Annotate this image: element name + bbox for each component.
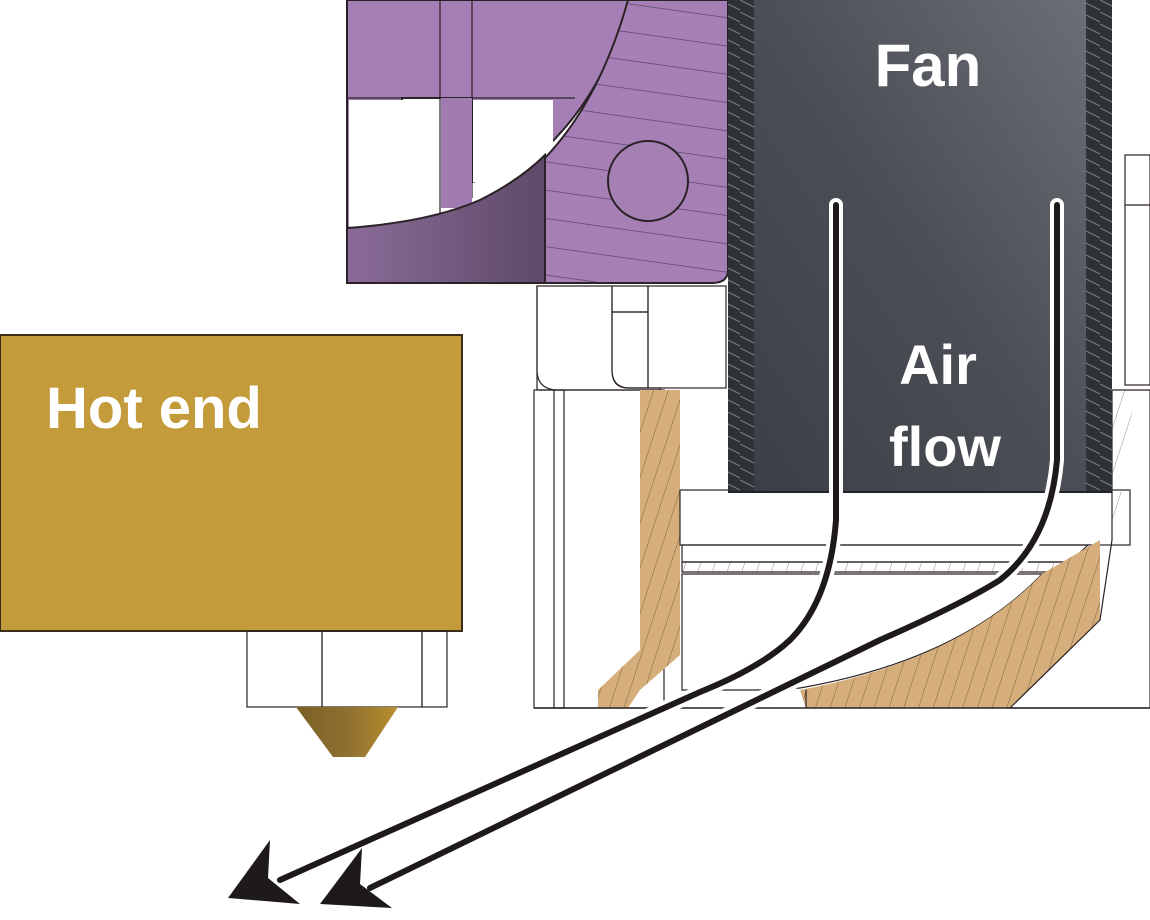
- duct-plenum: [679, 489, 1131, 546]
- duct-left-column: [533, 389, 565, 709]
- mount-screw-hole: [607, 140, 689, 222]
- duct-cavity: [681, 573, 1044, 691]
- mount-block-dark: [647, 285, 727, 389]
- duct-left-upper: [536, 285, 661, 391]
- mount-tab-light: [611, 285, 649, 313]
- airflow-arrowhead-2: [320, 848, 392, 908]
- duct: [533, 154, 1150, 709]
- nozzle-tip: [296, 707, 398, 757]
- fan: Fan Air flow: [728, 0, 1112, 493]
- fan-body: [754, 0, 1086, 492]
- mount-tab-dark: [611, 311, 649, 389]
- mount-arm: [346, 152, 546, 284]
- hotend-label: Hot end: [46, 376, 262, 441]
- airflow-label-line1: Air: [899, 333, 977, 396]
- duct-right-top: [1124, 154, 1150, 386]
- airflow-arrows: [228, 198, 1064, 908]
- airflow-arrow-2: [367, 202, 1060, 891]
- nozzle-hex-side: [421, 630, 448, 708]
- fan-mount: [346, 0, 729, 389]
- hotend-block: [0, 334, 463, 632]
- nozzle-hex-dark: [246, 630, 323, 708]
- airflow-arrow-1: [277, 202, 839, 883]
- mount-window-left: [349, 100, 441, 230]
- airflow-label-line2: flow: [889, 415, 1001, 478]
- airflow-arrowhead-1: [228, 840, 300, 904]
- fan-label: Fan: [875, 32, 982, 99]
- nozzle-hex-light: [321, 630, 423, 708]
- hotend: Hot end: [0, 334, 463, 757]
